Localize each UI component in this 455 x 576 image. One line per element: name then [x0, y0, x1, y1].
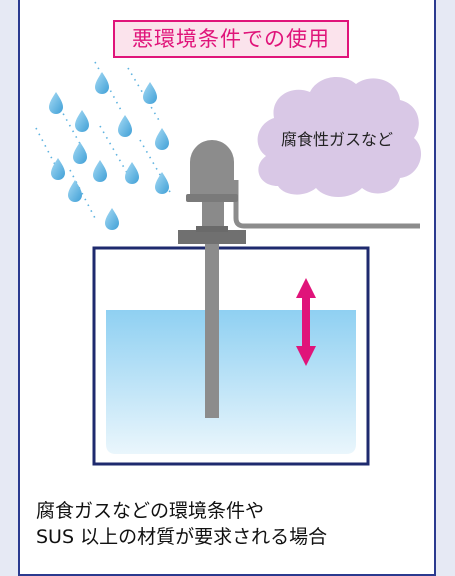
raindrop-icon — [68, 180, 82, 202]
raindrop-icon — [143, 82, 157, 104]
sensor-cable — [233, 180, 420, 229]
caption-line-1: 腐食ガスなどの環境条件や — [36, 500, 265, 522]
raindrop-icon — [51, 158, 65, 180]
raindrops — [49, 72, 169, 230]
water — [106, 310, 356, 454]
raindrop-icon — [155, 172, 169, 194]
raindrop-icon — [105, 208, 119, 230]
raindrop-icon — [49, 92, 63, 114]
raindrop-icon — [125, 162, 139, 184]
diagram-illustration — [35, 61, 422, 466]
gas-label: 腐食性ガスなど — [280, 130, 393, 149]
level-sensor-icon — [178, 140, 246, 244]
sensor-probe — [205, 244, 219, 418]
raindrop-icon — [118, 115, 132, 137]
double-arrow-icon — [296, 278, 316, 366]
caption-line-2: SUS 以上の材質が要求される場合 — [36, 526, 328, 548]
raindrop-icon — [75, 110, 89, 132]
cloud-icon — [257, 77, 422, 197]
raindrop-icon — [73, 142, 87, 164]
raindrop-icon — [93, 160, 107, 182]
caption: 腐食ガスなどの環境条件や SUS 以上の材質が要求される場合 — [36, 498, 436, 550]
raindrop-icon — [155, 128, 169, 150]
raindrop-icon — [95, 72, 109, 94]
diagram-title: 悪環境条件での使用 — [113, 20, 349, 58]
